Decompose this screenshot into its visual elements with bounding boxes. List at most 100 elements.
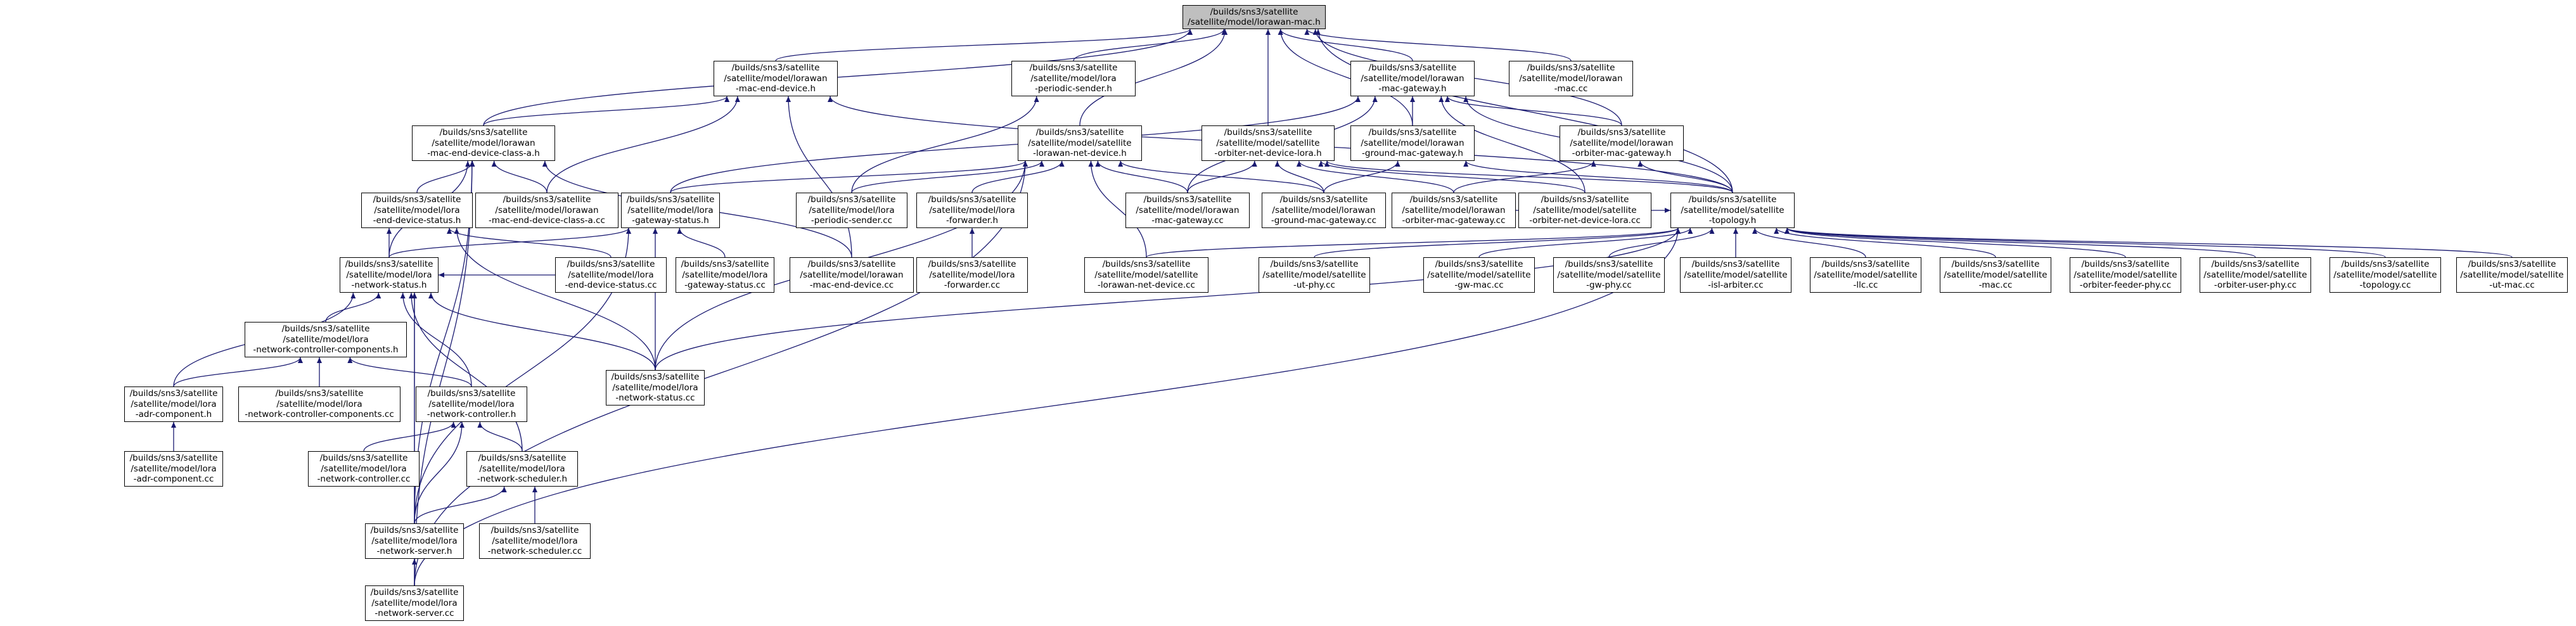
edge-lora_network_scheduler_h-to-lora_network_status_h bbox=[409, 292, 523, 452]
edge-lorawan_orbiter_mac_gateway_cc-to-lorawan_orbiter_mac_gateway_h bbox=[1453, 160, 1596, 193]
node-lora-adr-component-cc[interactable]: /builds/sns3/satellite /satellite/model/… bbox=[124, 451, 223, 487]
edge-topology_h-to-orbiter_net_device_lora_h bbox=[1324, 160, 1733, 193]
node-lora-adr-component-h[interactable]: /builds/sns3/satellite /satellite/model/… bbox=[124, 386, 223, 422]
edge-lora_network_controller_h-to-lora_network_status_h bbox=[400, 292, 472, 387]
node-satellite-gw-mac-cc[interactable]: /builds/sns3/satellite /satellite/model/… bbox=[1423, 257, 1535, 293]
node-satellite-orbiter-user-phy-cc[interactable]: /builds/sns3/satellite /satellite/model/… bbox=[2200, 257, 2311, 293]
edge-topology_h-to-lorawan_ground_mac_gateway_h bbox=[1463, 160, 1733, 193]
edge-lora_end_device_status_cc-to-lora_end_device_status_h bbox=[447, 227, 612, 258]
node-satellite-orbiter-net-device-lora-h[interactable]: /builds/sns3/satellite /satellite/model/… bbox=[1201, 125, 1335, 161]
node-lora-forwarder-h[interactable]: /builds/sns3/satellite /satellite/model/… bbox=[916, 193, 1028, 228]
root-node-lorawan-mac-h[interactable]: /builds/sns3/satellite /satellite/model/… bbox=[1182, 5, 1326, 29]
node-lora-forwarder-cc[interactable]: /builds/sns3/satellite /satellite/model/… bbox=[916, 257, 1028, 293]
edge-lora_periodic_sender_h-to-root bbox=[1073, 29, 1227, 61]
edge-ut_mac_cc-to-topology_h bbox=[1785, 227, 2513, 258]
edge-lora_network_server_h-to-lora_network_controller_h bbox=[414, 421, 465, 524]
node-lora-network-status-cc[interactable]: /builds/sns3/satellite /satellite/model/… bbox=[606, 370, 705, 406]
edge-lorawan_net_device_cc-to-lorawan_net_device_h bbox=[1088, 160, 1147, 258]
edge-lora_periodic_sender_cc-to-lorawan_net_device_h bbox=[851, 160, 1044, 193]
edge-lorawan_mac_end_device_class_a_h-to-lorawan_mac_end_device_h bbox=[483, 96, 730, 126]
node-lora-network-scheduler-cc[interactable]: /builds/sns3/satellite /satellite/model/… bbox=[479, 523, 591, 559]
node-lorawan-mac-gateway-h[interactable]: /builds/sns3/satellite /satellite/model/… bbox=[1350, 61, 1475, 96]
edge-lora_network_server_cc-to-lorawan_net_device_h bbox=[414, 160, 1028, 586]
node-lora-network-controller-h[interactable]: /builds/sns3/satellite /satellite/model/… bbox=[416, 386, 527, 422]
edge-lora_network_server_cc-to-lorawan_mac_end_device_class_a_h bbox=[414, 160, 475, 586]
node-lora-end-device-status-h[interactable]: /builds/sns3/satellite /satellite/model/… bbox=[361, 193, 473, 228]
node-lora-network-controller-components-h[interactable]: /builds/sns3/satellite /satellite/model/… bbox=[245, 322, 407, 357]
node-lora-network-scheduler-h[interactable]: /builds/sns3/satellite /satellite/model/… bbox=[466, 451, 578, 487]
edge-topology_h-to-lorawan_orbiter_mac_gateway_h bbox=[1637, 160, 1733, 193]
edge-lorawan_ground_mac_gateway_h-to-root bbox=[1278, 29, 1413, 126]
node-lora-network-controller-cc[interactable]: /builds/sns3/satellite /satellite/model/… bbox=[308, 451, 420, 487]
edge-lora_periodic_sender_cc-to-lora_periodic_sender_h bbox=[851, 96, 1039, 193]
node-lora-gateway-status-cc[interactable]: /builds/sns3/satellite /satellite/model/… bbox=[676, 257, 774, 293]
edge-topology_h-to-root bbox=[1316, 29, 1733, 193]
edge-lorawan_mac_end_device_h-to-root bbox=[775, 29, 1193, 61]
node-lorawan-mac-cc[interactable]: /builds/sns3/satellite /satellite/model/… bbox=[1509, 61, 1633, 96]
node-satellite-topology-cc[interactable]: /builds/sns3/satellite /satellite/model/… bbox=[2329, 257, 2441, 293]
edge-lorawan_orbiter_mac_gateway_cc-to-orbiter_net_device_lora_h bbox=[1296, 160, 1454, 193]
node-satellite-llc-cc[interactable]: /builds/sns3/satellite /satellite/model/… bbox=[1810, 257, 1921, 293]
node-satellite-orbiter-feeder-phy-cc[interactable]: /builds/sns3/satellite /satellite/model/… bbox=[2070, 257, 2181, 293]
edge-lorawan_mac_gateway_cc-to-lorawan_net_device_h bbox=[1095, 160, 1188, 193]
edge-lora_network_controller_cc-to-lora_network_controller_h bbox=[363, 421, 456, 452]
edge-orbiter_feeder_phy_cc-to-topology_h bbox=[1785, 227, 2126, 258]
node-lora-network-controller-components-cc[interactable]: /builds/sns3/satellite /satellite/model/… bbox=[238, 386, 400, 422]
node-lora-gateway-status-h[interactable]: /builds/sns3/satellite /satellite/model/… bbox=[621, 193, 720, 228]
node-lorawan-mac-end-device-class-a-h[interactable]: /builds/sns3/satellite /satellite/model/… bbox=[412, 125, 555, 161]
edge-lora_gateway_status_h-to-lorawan_net_device_h bbox=[670, 160, 1028, 193]
edge-llc_cc-to-topology_h bbox=[1752, 227, 1866, 258]
edge-topology_cc-to-topology_h bbox=[1785, 227, 2386, 258]
node-lorawan-ground-mac-gateway-cc[interactable]: /builds/sns3/satellite /satellite/model/… bbox=[1262, 193, 1386, 228]
edge-lorawan_net_device_h-to-root bbox=[1079, 29, 1228, 126]
node-lora-periodic-sender-cc[interactable]: /builds/sns3/satellite /satellite/model/… bbox=[796, 193, 907, 228]
edge-lora_network_status_cc-to-lora_network_status_h bbox=[428, 292, 656, 371]
node-lorawan-mac-end-device-cc[interactable]: /builds/sns3/satellite /satellite/model/… bbox=[790, 257, 914, 293]
edge-lora_network_scheduler_h-to-lora_network_controller_h bbox=[477, 421, 523, 452]
node-satellite-isl-arbiter-cc[interactable]: /builds/sns3/satellite /satellite/model/… bbox=[1680, 257, 1791, 293]
edge-lora_gateway_status_h-to-lorawan_mac_gateway_h bbox=[670, 96, 1361, 193]
node-satellite-ut-phy-cc[interactable]: /builds/sns3/satellite /satellite/model/… bbox=[1259, 257, 1370, 293]
node-lora-network-server-cc[interactable]: /builds/sns3/satellite /satellite/model/… bbox=[365, 585, 464, 621]
edge-lorawan_mac_gateway_h-to-root bbox=[1278, 29, 1413, 61]
node-lorawan-orbiter-mac-gateway-cc[interactable]: /builds/sns3/satellite /satellite/model/… bbox=[1392, 193, 1516, 228]
edge-ut_phy_cc-to-topology_h bbox=[1314, 227, 1681, 258]
node-lorawan-mac-gateway-cc[interactable]: /builds/sns3/satellite /satellite/model/… bbox=[1125, 193, 1250, 228]
node-lora-end-device-status-cc[interactable]: /builds/sns3/satellite /satellite/model/… bbox=[555, 257, 667, 293]
node-satellite-lorawan-net-device-cc[interactable]: /builds/sns3/satellite /satellite/model/… bbox=[1084, 257, 1208, 293]
edge-lorawan_ground_mac_gateway_cc-to-lorawan_ground_mac_gateway_h bbox=[1323, 160, 1400, 193]
edge-lora_network_status_h-to-lora_gateway_status_h bbox=[388, 227, 631, 258]
node-satellite-topology-h[interactable]: /builds/sns3/satellite /satellite/model/… bbox=[1670, 193, 1795, 228]
edge-lorawan_mac_gateway_cc-to-orbiter_net_device_lora_h bbox=[1187, 160, 1257, 193]
node-lora-network-status-h[interactable]: /builds/sns3/satellite /satellite/model/… bbox=[340, 257, 439, 293]
node-lorawan-mac-end-device-h[interactable]: /builds/sns3/satellite /satellite/model/… bbox=[714, 61, 838, 96]
edge-lora_gateway_status_cc-to-lora_gateway_status_h bbox=[677, 227, 726, 258]
edge-orbiter_net_device_lora_cc-to-orbiter_net_device_lora_h bbox=[1318, 160, 1586, 193]
edge-lora_network_controller_h-to-lora_network_controller_components_h bbox=[347, 357, 472, 387]
node-lora-periodic-sender-h[interactable]: /builds/sns3/satellite /satellite/model/… bbox=[1011, 61, 1136, 96]
edge-lorawan_mac_end_device_class_a_cc-to-lorawan_mac_end_device_class_a_h bbox=[491, 160, 548, 193]
node-satellite-mac-cc[interactable]: /builds/sns3/satellite /satellite/model/… bbox=[1940, 257, 2051, 293]
node-satellite-orbiter-net-device-lora-cc[interactable]: /builds/sns3/satellite /satellite/model/… bbox=[1518, 193, 1651, 228]
edge-lora_network_status_cc-to-topology_h bbox=[655, 227, 1681, 371]
node-lorawan-mac-end-device-class-a-cc[interactable]: /builds/sns3/satellite /satellite/model/… bbox=[475, 193, 618, 228]
edge-lora_network_controller_components_h-to-lora_network_status_h bbox=[325, 292, 381, 323]
edge-lorawan_mac_end_device_cc-to-lorawan_mac_end_device_h bbox=[786, 96, 852, 258]
edge-lorawan_mac_end_device_class_a_cc-to-lorawan_mac_end_device_h bbox=[546, 96, 740, 193]
edge-gw_phy_cc-to-topology_h bbox=[1608, 227, 1715, 258]
node-satellite-ut-mac-cc[interactable]: /builds/sns3/satellite /satellite/model/… bbox=[2456, 257, 2568, 293]
node-lora-network-server-h[interactable]: /builds/sns3/satellite /satellite/model/… bbox=[365, 523, 464, 559]
edge-lora_network_server_h-to-lora_network_scheduler_h bbox=[414, 486, 507, 524]
edge-lora_network_server_cc-to-topology_h bbox=[414, 227, 1681, 586]
node-lorawan-orbiter-mac-gateway-h[interactable]: /builds/sns3/satellite /satellite/model/… bbox=[1560, 125, 1684, 161]
node-satellite-gw-phy-cc[interactable]: /builds/sns3/satellite /satellite/model/… bbox=[1553, 257, 1665, 293]
edge-lorawan_orbiter_mac_gateway_h-to-lorawan_mac_gateway_h bbox=[1445, 96, 1622, 126]
edge-lorawan_net_device_cc-to-topology_h bbox=[1146, 227, 1681, 258]
node-satellite-lorawan-net-device-h[interactable]: /builds/sns3/satellite /satellite/model/… bbox=[1018, 125, 1142, 161]
node-lorawan-ground-mac-gateway-h[interactable]: /builds/sns3/satellite /satellite/model/… bbox=[1350, 125, 1475, 161]
edge-orbiter_user_phy_cc-to-topology_h bbox=[1785, 227, 2256, 258]
edge-lora_forwarder_h-to-lorawan_net_device_h bbox=[971, 160, 1065, 193]
edge-lorawan_ground_mac_gateway_cc-to-orbiter_net_device_lora_h bbox=[1274, 160, 1324, 193]
edge-lora_network_status_cc-to-lora_end_device_status_h bbox=[454, 227, 656, 371]
